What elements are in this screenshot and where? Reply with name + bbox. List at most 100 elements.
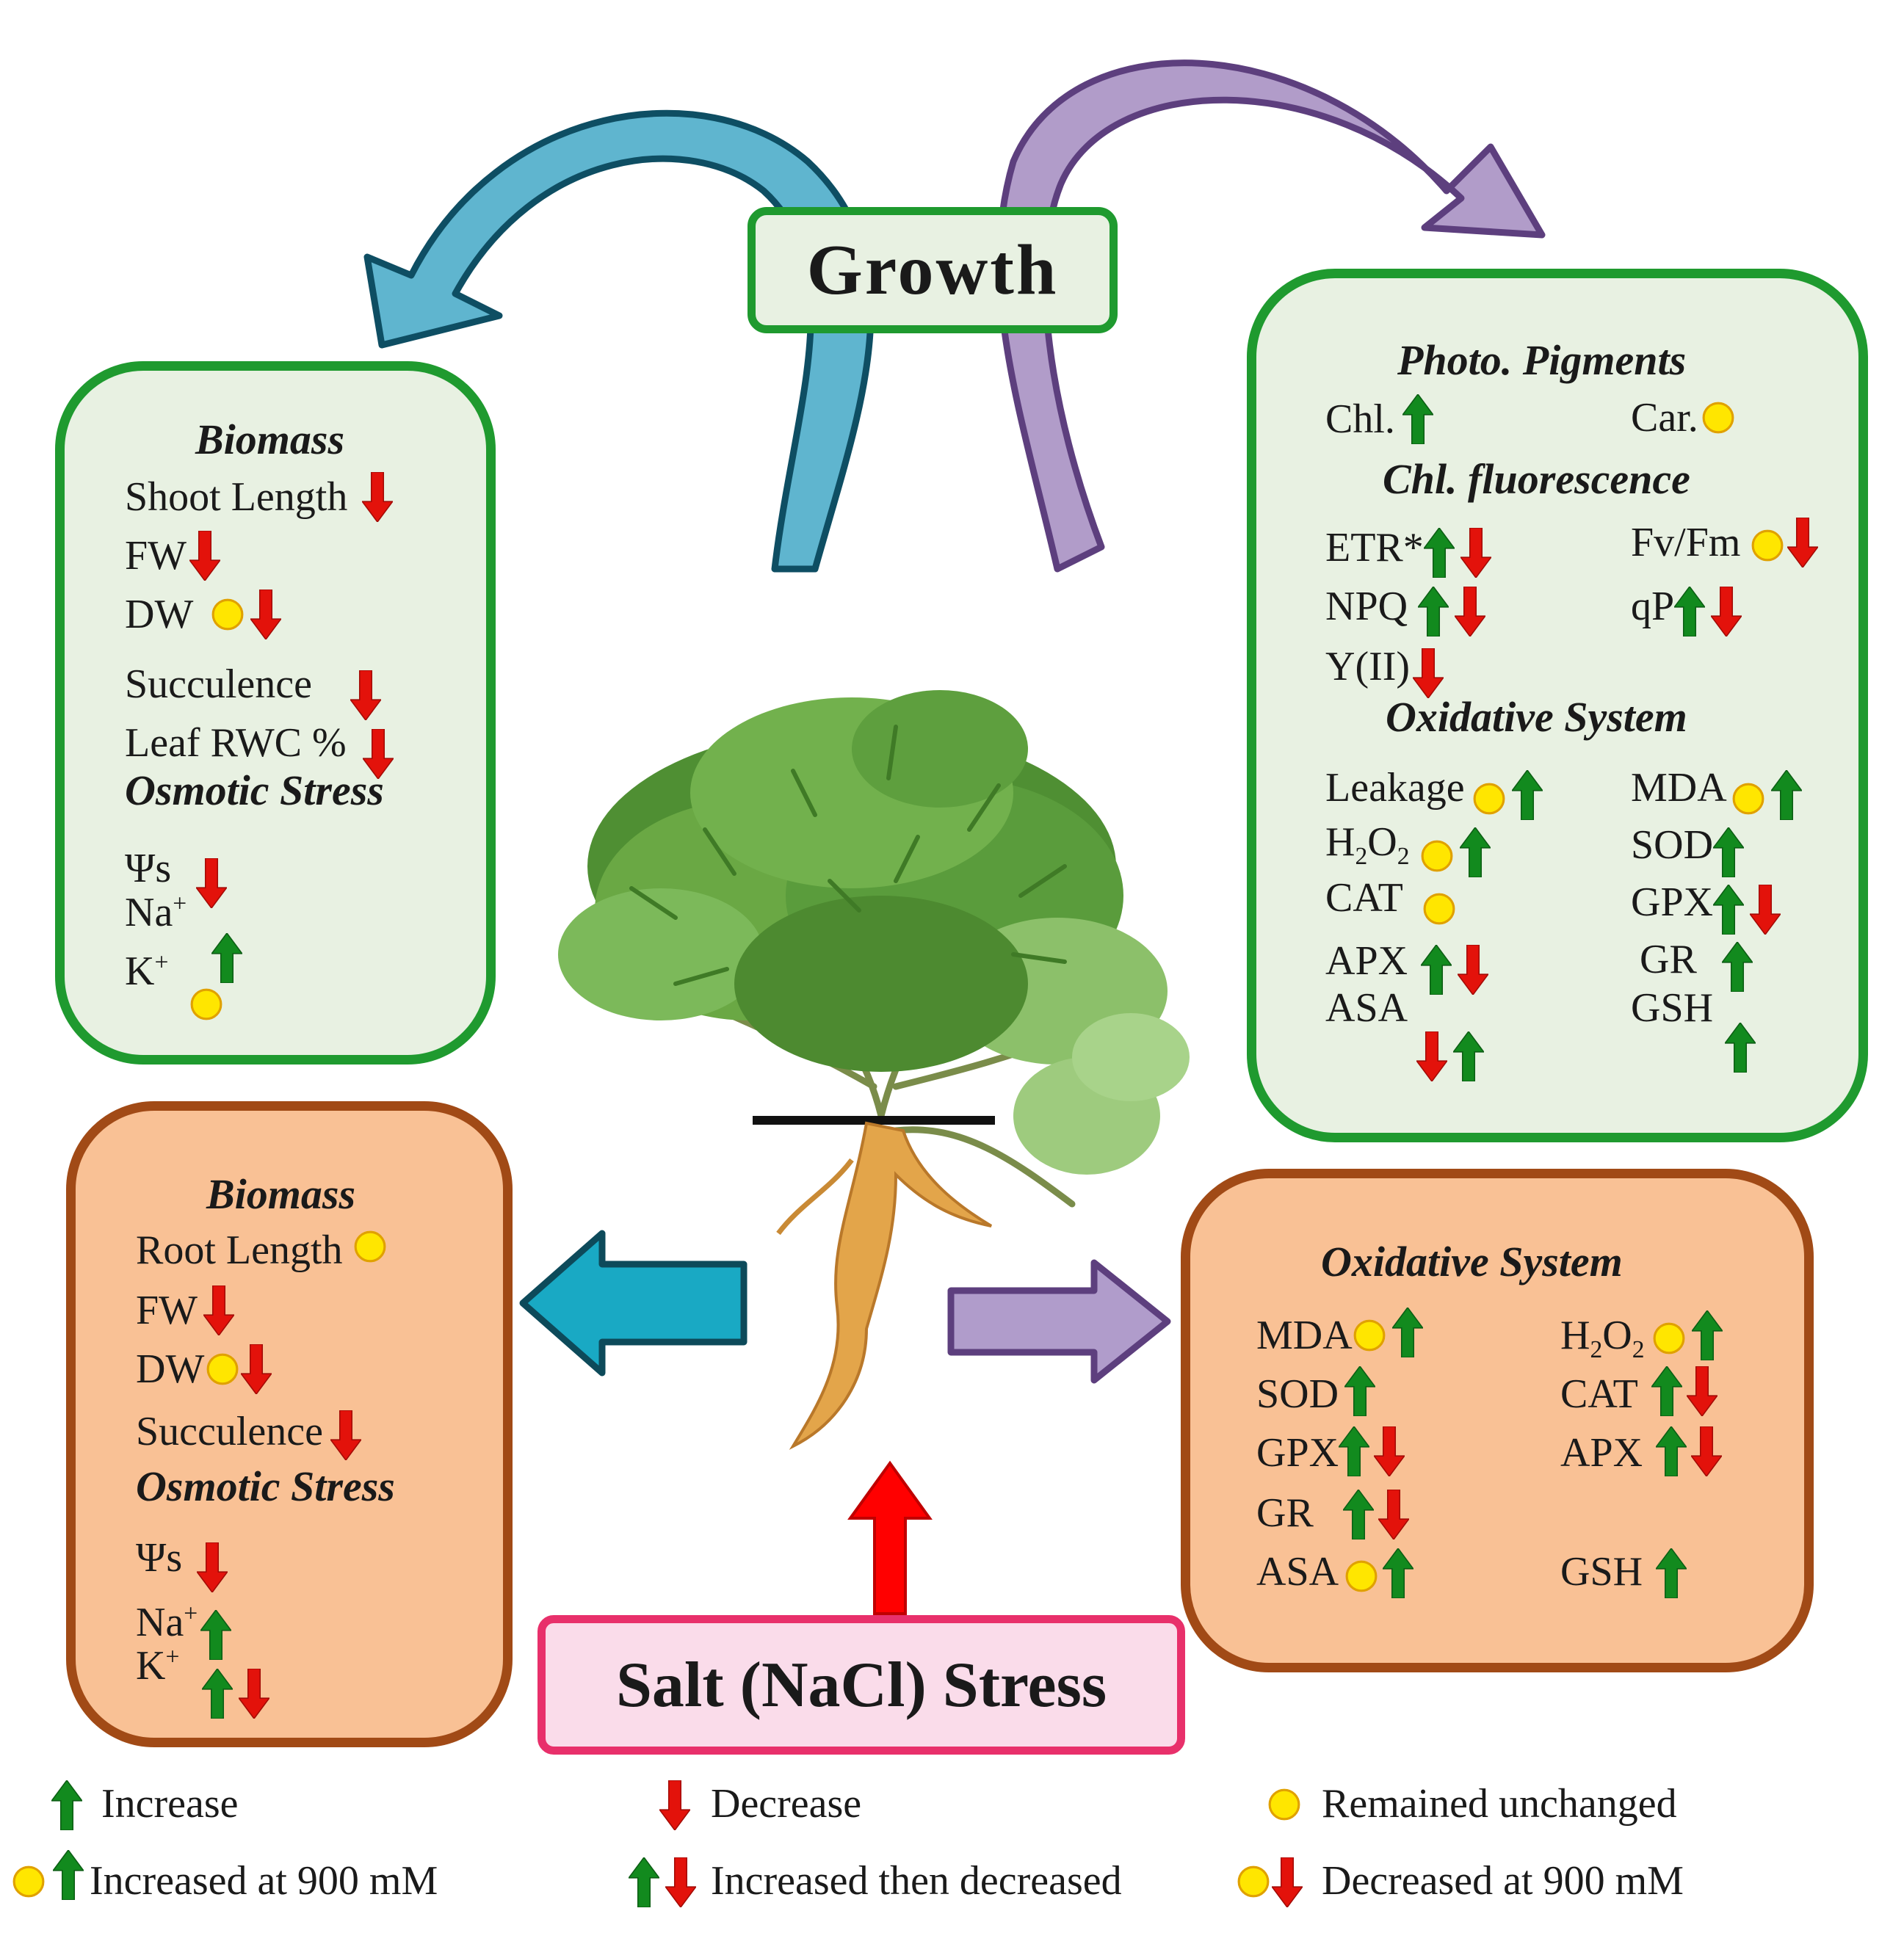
increase-arrow-icon: [1460, 827, 1491, 877]
root-gr-item: GR: [1256, 1487, 1409, 1539]
decrease-arrow-icon: [196, 858, 227, 908]
shoot-photosynthesis-box: Photo. Pigments Chl. Car. Chl. fluoresce…: [1247, 269, 1868, 1142]
increase-arrow-icon: [1512, 770, 1543, 820]
decrease-arrow-icon: [1416, 1031, 1447, 1081]
unchanged-dot-icon: [1701, 401, 1735, 435]
photo-pigments-title: Photo. Pigments: [1397, 336, 1687, 384]
chl-item: Chl.: [1325, 394, 1433, 444]
unchanged-dot-icon: [1751, 529, 1784, 562]
increase-arrow-icon: [1402, 394, 1433, 444]
npq-item: NPQ: [1325, 576, 1485, 637]
legend-inc900-arrow-icon: [53, 1850, 84, 1900]
decrease-arrow-icon: [1711, 587, 1742, 637]
root-sod-item: SOD: [1256, 1371, 1375, 1418]
gr-item: GR: [1640, 927, 1753, 992]
purple-right-arrow: [947, 1259, 1171, 1384]
root-length-item: Root Length: [136, 1227, 387, 1274]
root-cat-item: CAT: [1560, 1371, 1717, 1418]
etr-item: ETR*: [1325, 518, 1491, 578]
shoot-succulence-item: Succulence: [125, 648, 381, 720]
unchanged-dot-icon: [1731, 782, 1765, 816]
increase-arrow-icon: [211, 933, 242, 983]
shoot-osmotic-title: Osmotic Stress: [125, 766, 384, 814]
legend-incdec-down-icon: [665, 1857, 696, 1907]
root-oxidative-title: Oxidative System: [1321, 1238, 1623, 1285]
decrease-arrow-icon: [250, 590, 281, 639]
root-succulence-item: Succulence: [136, 1403, 361, 1460]
root-mda-item: MDA: [1256, 1312, 1423, 1359]
unchanged-dot-icon: [353, 1230, 387, 1263]
root-asa-item: ASA: [1256, 1545, 1413, 1598]
shoot-psis-item: Ψs: [125, 829, 227, 908]
root-psis-item: Ψs: [136, 1523, 228, 1592]
shoot-biomass-title: Biomass: [195, 416, 345, 463]
decrease-arrow-icon: [1750, 885, 1781, 935]
leakage-item: Leakage: [1325, 755, 1543, 820]
unchanged-dot-icon: [211, 598, 245, 631]
car-item: Car.: [1631, 394, 1735, 441]
root-biomass-box: Biomass Root Length FW DW Succulence Osm…: [66, 1101, 513, 1747]
decrease-arrow-icon: [189, 531, 220, 581]
legend-inc900-dot-icon: [12, 1865, 46, 1898]
gpx-item: GPX: [1631, 870, 1781, 935]
increase-arrow-icon: [1725, 1023, 1756, 1073]
salt-stress-label-box: Salt (NaCl) Stress: [537, 1615, 1185, 1755]
shoot-oxidative-title: Oxidative System: [1386, 693, 1687, 741]
increase-arrow-icon: [1344, 1366, 1375, 1416]
stress-arrow: [847, 1460, 933, 1615]
legend-unchanged-label: Remained unchanged: [1322, 1781, 1677, 1827]
decrease-arrow-icon: [362, 472, 393, 522]
unchanged-dot-icon: [1420, 839, 1454, 873]
unchanged-dot-icon: [1652, 1321, 1686, 1355]
root-h2o2-item: H2O2: [1560, 1312, 1723, 1364]
qp-item: qP: [1631, 576, 1742, 637]
decrease-arrow-icon: [239, 1669, 269, 1719]
unchanged-dot-icon: [206, 1352, 239, 1386]
h2o2-item: H2O2: [1325, 813, 1491, 877]
decrease-arrow-icon: [330, 1410, 361, 1460]
root-dw-item: DW: [136, 1344, 272, 1394]
increase-arrow-icon: [1722, 942, 1753, 992]
shoot-na-item: Na+: [125, 890, 187, 935]
increase-arrow-icon: [1343, 1490, 1374, 1539]
increase-arrow-icon: [1656, 1426, 1687, 1476]
increase-arrow-icon: [1651, 1366, 1682, 1416]
increase-arrow-icon: [1692, 1310, 1723, 1360]
cat-item: CAT: [1325, 870, 1456, 926]
increase-arrow-icon: [200, 1610, 231, 1660]
increase-arrow-icon: [202, 1669, 233, 1719]
increase-arrow-icon: [1421, 945, 1452, 995]
decrease-arrow-icon: [241, 1344, 272, 1394]
root-biomass-title: Biomass: [206, 1170, 356, 1218]
shoot-length-item: Shoot Length: [125, 472, 393, 522]
unchanged-dot-icon: [189, 987, 223, 1021]
increase-arrow-icon: [1656, 1548, 1687, 1598]
increase-arrow-icon: [1453, 1031, 1484, 1081]
growth-label-box: Growth: [748, 207, 1118, 333]
increase-arrow-icon: [1392, 1308, 1423, 1357]
increase-arrow-icon: [1424, 528, 1455, 578]
root-gsh-item: GSH: [1560, 1545, 1687, 1598]
increase-arrow-icon: [1339, 1426, 1369, 1476]
increase-arrow-icon: [1771, 770, 1802, 820]
teal-left-arrow: [519, 1230, 748, 1377]
chl-fluorescence-title: Chl. fluorescence: [1383, 455, 1690, 503]
legend-dec900-dot-icon: [1237, 1865, 1270, 1898]
decrease-arrow-icon: [1413, 648, 1444, 698]
legend-inc900-label: Increased at 900 mM: [90, 1858, 438, 1904]
decrease-arrow-icon: [1455, 587, 1485, 637]
root-fw-item: FW: [136, 1285, 234, 1335]
gsh-item: GSH: [1631, 985, 1714, 1031]
shoot-fw-item: FW: [125, 531, 220, 581]
y2-item: Y(II): [1325, 635, 1444, 698]
legend-dec900-label: Decreased at 900 mM: [1322, 1858, 1684, 1904]
unchanged-dot-icon: [1344, 1559, 1378, 1593]
increase-arrow-icon: [1383, 1548, 1413, 1598]
decrease-arrow-icon: [1787, 518, 1818, 567]
decrease-arrow-icon: [203, 1285, 234, 1335]
decrease-arrow-icon: [1374, 1426, 1405, 1476]
legend-decrease-icon: [659, 1780, 690, 1830]
salt-stress-label: Salt (NaCl) Stress: [615, 1649, 1107, 1721]
unchanged-dot-icon: [1472, 782, 1506, 816]
root-k-item: K+: [136, 1643, 180, 1689]
